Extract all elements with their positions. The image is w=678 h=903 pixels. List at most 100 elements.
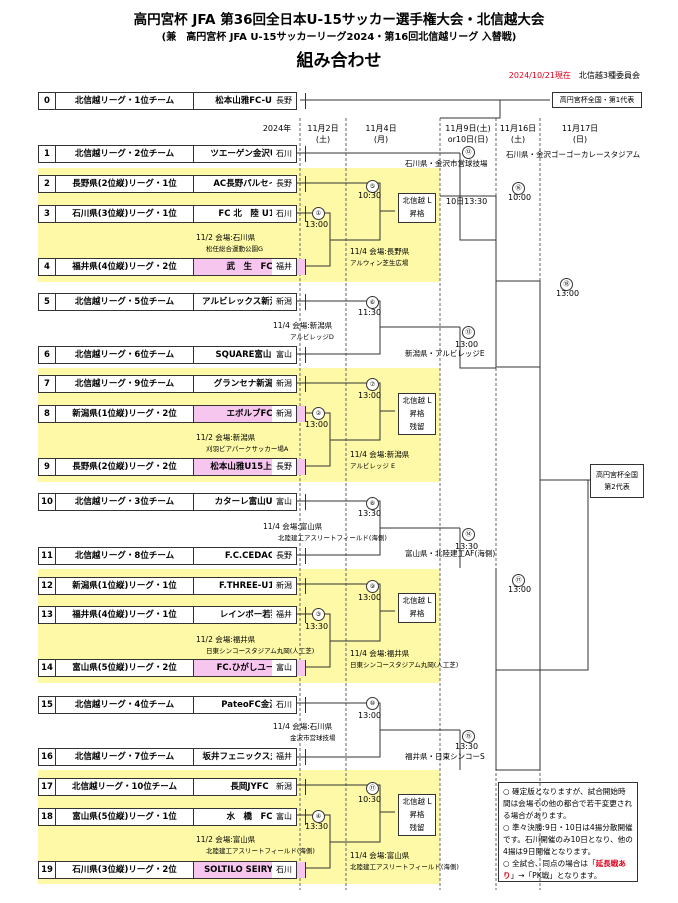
date-day-2: (月) (373, 135, 389, 144)
match-m10-time: 13:00 (358, 711, 382, 720)
row-group: 長野県(2位縦)リーグ・1位 (56, 176, 194, 192)
promo-a: 北信越 L (402, 196, 432, 205)
row-pref-12: 新潟 (272, 577, 297, 595)
team-row-0: 0 北信越リーグ・1位チーム 松本山雅FC-U15 (38, 92, 306, 110)
match-m13-venue: 新潟県・アルビレッジE (405, 349, 485, 358)
page-title: 高円宮杯 JFA 第36回全日本U-15サッカー選手権大会・北信越大会 (133, 12, 545, 28)
match-m9-time: 13:00 (358, 593, 382, 602)
row-group: 福井県(4位縦)リーグ・1位 (56, 607, 194, 623)
match-m4-place: 北陸建工アスリートフィールド(海側) (206, 847, 315, 855)
promo-b: 昇格 (409, 409, 425, 418)
row-team: カターレ富山U15 (194, 494, 306, 510)
row-pref-3: 石川 (272, 205, 297, 223)
match-m11-number: ⑪ (366, 782, 379, 795)
row-group: 北信越リーグ・6位チーム (56, 347, 194, 363)
row-number: 6 (39, 347, 56, 363)
committee: 北信越3種委員会 (578, 71, 640, 80)
row-group: 北信越リーグ・10位チーム (56, 779, 194, 795)
row-pref-17: 新潟 (272, 778, 297, 796)
row-number: 2 (39, 176, 56, 192)
match-m5-time: 10:30 (358, 191, 382, 200)
match-m7-time: 13:00 (358, 391, 382, 400)
promo-box-1: 北信越 L 昇格 (398, 193, 436, 223)
match-m9-venue: 11/4 会場:福井県 (350, 649, 410, 658)
promo-c: 残留 (409, 422, 425, 431)
match-m12-number: ⑫ (462, 146, 475, 159)
page-heading: 組み合わせ (296, 51, 382, 71)
row-number: 0 (39, 93, 56, 109)
match-m17-number: ⑰ (512, 574, 525, 587)
match-m4-venue: 11/2 会場:富山県 (196, 835, 256, 844)
date-label-1: 11月2日 (307, 124, 339, 133)
row-number: 11 (39, 548, 56, 564)
match-m3-number: ③ (312, 608, 325, 621)
row-group: 長野県(2位縦)リーグ・2位 (56, 459, 194, 475)
row-team: レインボー若狭 (194, 607, 306, 623)
match-m14-number: ⑭ (462, 528, 475, 541)
date-col-1: 11月2日(土) (300, 123, 346, 145)
note-red: 延長戦あり (503, 859, 626, 880)
match-m15-time: 13:30 (455, 742, 479, 751)
note-3: ○ 全試合、同点の場合は「延長戦あり」→「PK戦」となります。 (503, 859, 626, 880)
match-m10-venue: 11/4 会場:石川県 (273, 722, 333, 731)
date-col-4: 11月16日 (土) (496, 123, 540, 145)
date-label-4: 11月16日 (499, 124, 537, 133)
row-number: 10 (39, 494, 56, 510)
date-day-4: (土) (510, 135, 526, 144)
row-pref-11: 長野 (272, 547, 297, 565)
promo-a: 北信越 L (402, 797, 432, 806)
match-m18-number: ⑱ (560, 278, 573, 291)
match-m1-place: 松任総合運動公園G (206, 245, 264, 253)
row-team: 坂井フェニックス丸岡JY (194, 749, 306, 765)
match-m4-number: ④ (312, 810, 325, 823)
row-number: 1 (39, 146, 56, 162)
match-m18-time: 13:00 (556, 289, 580, 298)
row-team: グランセナ新潟FC (194, 376, 306, 392)
match-m6-number: ⑥ (366, 296, 379, 309)
row-team: 松本山雅FC-U15 (194, 93, 306, 109)
row-number: 5 (39, 294, 56, 310)
match-m5-place: アルウィン芝生広場 (350, 259, 409, 267)
row-number: 16 (39, 749, 56, 765)
note-1: ○ 確定版となりますが、試合開始時間は会場その他の都合で若干変更される場合があり… (503, 787, 633, 820)
national-rep-1: 高円宮杯全国・第1代表 (552, 92, 642, 108)
match-m16-venue: 石川県・金沢ゴーゴーカレースタジアム (506, 150, 641, 159)
row-group: 富山県(5位縦)リーグ・1位 (56, 809, 194, 825)
row-number: 9 (39, 459, 56, 475)
row-number: 15 (39, 697, 56, 713)
match-m13-number: ⑬ (462, 326, 475, 339)
row-group: 新潟県(1位縦)リーグ・1位 (56, 578, 194, 594)
row-team: FC 北 陸 U15 (194, 206, 306, 222)
row-number: 13 (39, 607, 56, 623)
row-pref-18: 富山 (272, 808, 297, 826)
promo-b: 昇格 (409, 609, 425, 618)
date-label-3: 11月9日(土) (445, 124, 491, 133)
match-m12-venue: 石川県・金沢市営球技場 (405, 159, 488, 168)
date-label-5: 11月17日 (561, 124, 599, 133)
match-m10-place: 金沢市営球技場 (290, 734, 336, 742)
row-team: 長岡JYFC (194, 779, 306, 795)
row-pref-9: 長野 (272, 458, 297, 476)
match-m6-venue: 11/4 会場:新潟県 (273, 321, 333, 330)
match-m3-venue: 11/2 会場:福井県 (196, 635, 256, 644)
promo-b: 昇格 (409, 209, 425, 218)
note-2-text: 準々決勝:9日・10日は4揚分散開催です。石川開催のみ10日となり、他の4揚は9… (503, 823, 633, 856)
match-m7-number: ⑦ (366, 378, 379, 391)
row-pref-19: 石川 (272, 861, 297, 879)
match-m8-time: 13:30 (358, 509, 382, 518)
row-group: 北信越リーグ・1位チーム (56, 93, 194, 109)
row-team: PateoFC金沢 (194, 697, 306, 713)
row-pref-7: 新潟 (272, 375, 297, 393)
match-m8-place: 北陸建工アスリートフィールド(海側) (278, 534, 387, 542)
